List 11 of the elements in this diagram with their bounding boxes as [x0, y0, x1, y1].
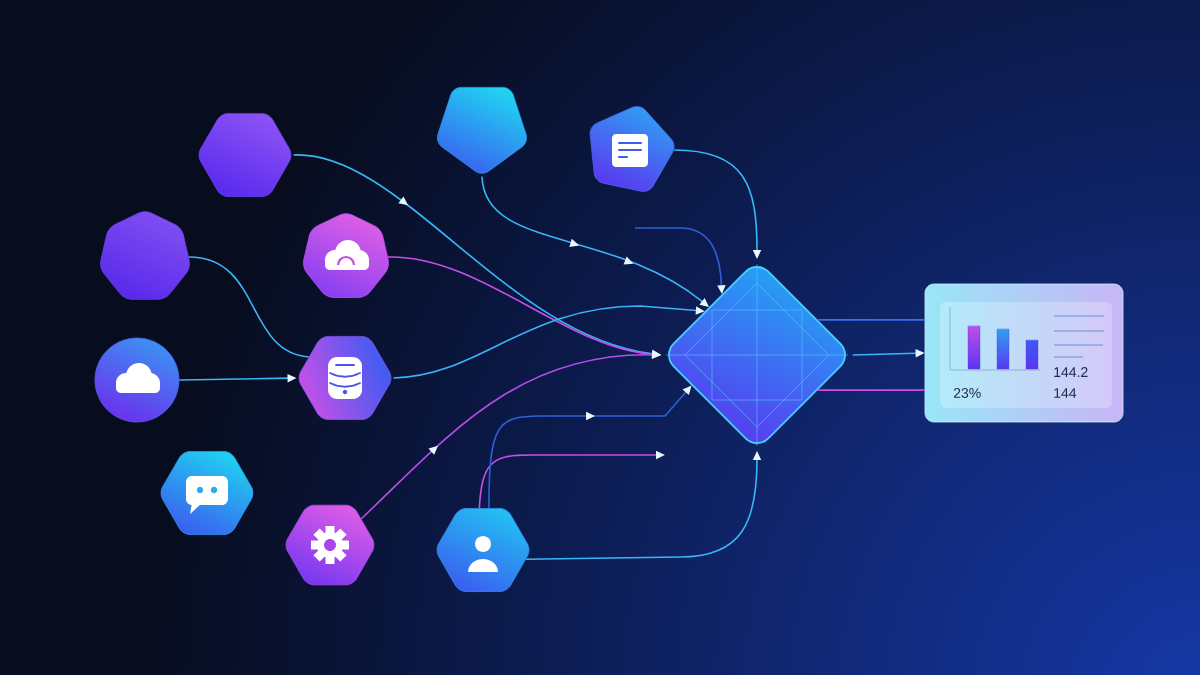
connector-line: [817, 389, 926, 391]
pentagon-tile: [437, 86, 527, 174]
arrow: [481, 175, 709, 307]
hexagon-tile: [198, 113, 292, 197]
connector-line: [188, 256, 310, 358]
connector-line: [817, 319, 926, 321]
stat-value: 144: [1054, 388, 1077, 398]
stat-value: 23%: [953, 388, 981, 398]
rounded-diamond: [665, 263, 849, 447]
stat-value: 144.2: [1054, 367, 1088, 377]
heptagon-tile: [100, 211, 190, 300]
